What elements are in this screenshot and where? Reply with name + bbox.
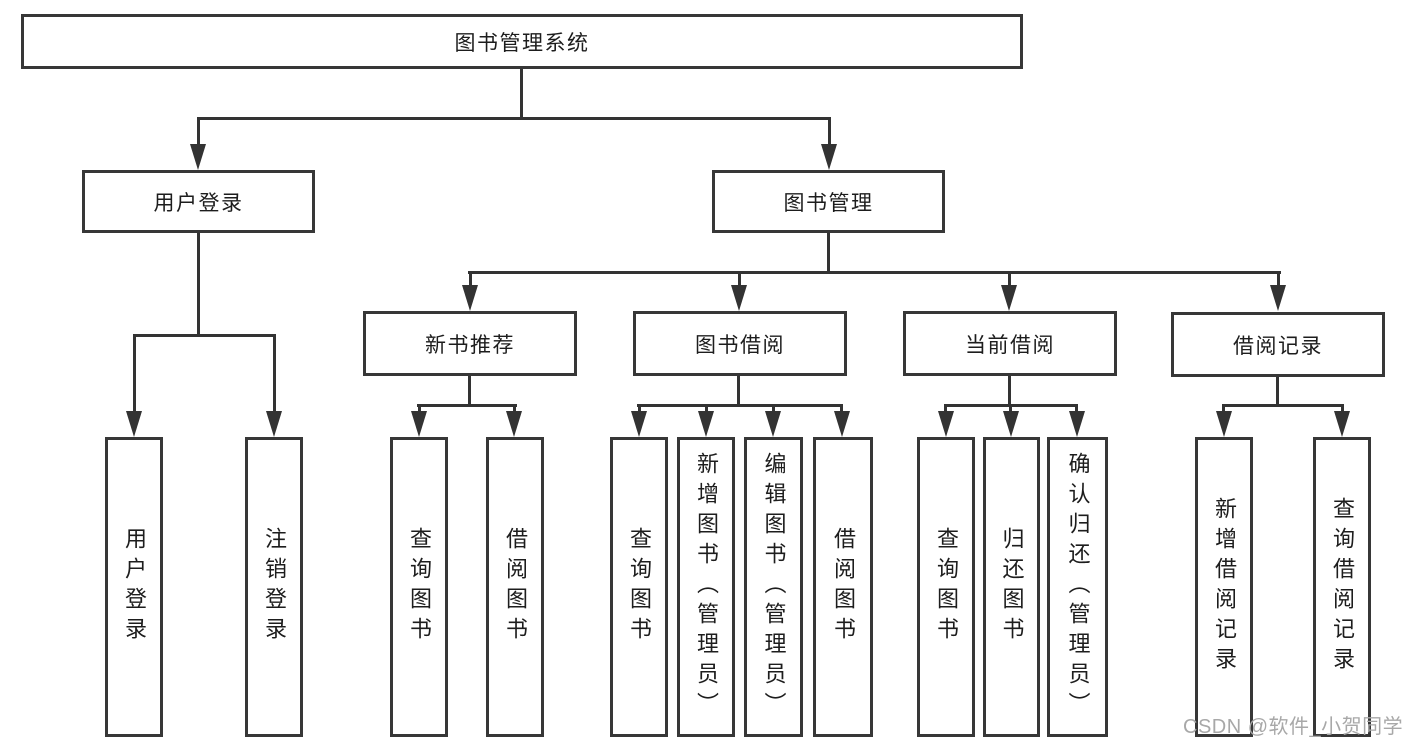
connector-root-stem — [520, 69, 523, 119]
arrow-down-icon — [1334, 411, 1350, 437]
leaf-return-books-label: 归还图书 — [999, 527, 1025, 647]
leaf-borrow-books-1-label: 借阅图书 — [503, 527, 528, 647]
leaf-logout-label: 注销登录 — [262, 527, 287, 647]
leaf-borrow-books-1: 借阅图书 — [486, 437, 544, 737]
connector-drop — [1009, 406, 1012, 413]
node-user-login: 用户登录 — [82, 170, 315, 233]
arrow-down-icon — [631, 411, 647, 437]
connector-drop — [944, 406, 947, 413]
csdn-watermark: CSDN @软件_小贺同学 — [1183, 716, 1404, 738]
node-book-borrowing: 图书借阅 — [633, 311, 847, 376]
connector-drop — [418, 406, 421, 413]
node-book-management: 图书管理 — [712, 170, 945, 233]
leaf-user-login: 用户登录 — [105, 437, 163, 737]
connector-drop — [1075, 406, 1078, 413]
connector-drop — [1222, 406, 1225, 413]
arrow-down-icon — [462, 285, 478, 311]
connector-bookborrow-rail — [637, 404, 843, 407]
connector-drop — [772, 406, 775, 413]
connector-drop — [705, 406, 708, 413]
connector-records-drop — [1277, 273, 1280, 287]
leaf-add-books-admin: 新增图书（管理员） — [677, 437, 735, 737]
connector-currentborrow-stem — [1008, 376, 1011, 406]
leaf-query-books-3-label: 查询图书 — [934, 527, 959, 647]
node-borrowing-records: 借阅记录 — [1171, 312, 1385, 377]
arrow-down-icon — [1069, 411, 1085, 437]
connector-user-login-rail — [133, 334, 276, 337]
leaf-query-borrow-record-label: 查询借阅记录 — [1330, 497, 1355, 677]
connector-drop — [513, 406, 516, 413]
arrow-down-icon — [731, 285, 747, 311]
node-borrowing-records-label: 借阅记录 — [1233, 334, 1323, 358]
connector-level3-rail — [468, 271, 1281, 274]
arrow-down-icon — [821, 144, 837, 170]
connector-drop — [638, 406, 641, 413]
connector-drop — [1341, 406, 1344, 413]
arrow-down-icon — [938, 411, 954, 437]
node-current-borrowing: 当前借阅 — [903, 311, 1117, 376]
arrow-down-icon — [190, 144, 206, 170]
connector-level2-rail — [197, 117, 831, 120]
arrow-down-icon — [698, 411, 714, 437]
connector-login-drop — [133, 336, 136, 413]
arrow-down-icon — [411, 411, 427, 437]
arrow-down-icon — [1270, 285, 1286, 311]
leaf-user-login-label: 用户登录 — [122, 527, 147, 647]
leaf-query-borrow-record: 查询借阅记录 — [1313, 437, 1371, 737]
leaf-borrow-books-2: 借阅图书 — [813, 437, 873, 737]
connector-records-rail — [1222, 404, 1344, 407]
connector-book-mgmt-stem — [827, 233, 830, 274]
connector-bookborrow-drop — [738, 273, 741, 287]
node-current-borrowing-label: 当前借阅 — [965, 333, 1055, 357]
arrow-down-icon — [266, 411, 282, 437]
arrow-down-icon — [506, 411, 522, 437]
connector-user-login-drop — [197, 119, 200, 146]
leaf-query-books-1-label: 查询图书 — [407, 527, 432, 647]
connector-currentborrow-drop — [1008, 273, 1011, 287]
leaf-edit-books-admin-label: 编辑图书（管理员） — [761, 452, 787, 722]
leaf-query-books-3: 查询图书 — [917, 437, 975, 737]
node-root-label: 图书管理系统 — [454, 31, 590, 55]
leaf-add-borrow-record: 新增借阅记录 — [1195, 437, 1253, 737]
leaf-query-books-2-label: 查询图书 — [627, 527, 652, 647]
node-user-login-label: 用户登录 — [153, 191, 244, 215]
leaf-confirm-return-admin-label: 确认归还（管理员） — [1065, 452, 1091, 722]
connector-bookborrow-stem — [737, 376, 740, 406]
connector-book-mgmt-drop — [828, 119, 831, 146]
leaf-add-borrow-record-label: 新增借阅记录 — [1212, 497, 1237, 677]
node-new-book-recommend-label: 新书推荐 — [425, 333, 515, 357]
arrow-down-icon — [834, 411, 850, 437]
connector-newbook-drop — [469, 273, 472, 287]
leaf-query-books-2: 查询图书 — [610, 437, 668, 737]
arrow-down-icon — [765, 411, 781, 437]
node-new-book-recommend: 新书推荐 — [363, 311, 577, 376]
leaf-logout: 注销登录 — [245, 437, 303, 737]
node-root: 图书管理系统 — [21, 14, 1023, 69]
leaf-query-books-1: 查询图书 — [390, 437, 448, 737]
connector-newbook-rail — [417, 404, 517, 407]
connector-drop — [840, 406, 843, 413]
node-book-borrowing-label: 图书借阅 — [695, 333, 785, 357]
leaf-confirm-return-admin: 确认归还（管理员） — [1047, 437, 1108, 737]
node-book-management-label: 图书管理 — [783, 191, 874, 215]
connector-currentborrow-rail — [944, 404, 1078, 407]
leaf-return-books: 归还图书 — [983, 437, 1040, 737]
arrow-down-icon — [1216, 411, 1232, 437]
leaf-edit-books-admin: 编辑图书（管理员） — [744, 437, 803, 737]
connector-user-login-stem — [197, 233, 200, 336]
connector-records-stem — [1276, 377, 1279, 406]
connector-logout-drop — [273, 336, 276, 413]
arrow-down-icon — [126, 411, 142, 437]
arrow-down-icon — [1003, 411, 1019, 437]
arrow-down-icon — [1001, 285, 1017, 311]
leaf-add-books-admin-label: 新增图书（管理员） — [694, 452, 719, 722]
connector-newbook-stem — [468, 376, 471, 406]
leaf-borrow-books-2-label: 借阅图书 — [831, 527, 856, 647]
